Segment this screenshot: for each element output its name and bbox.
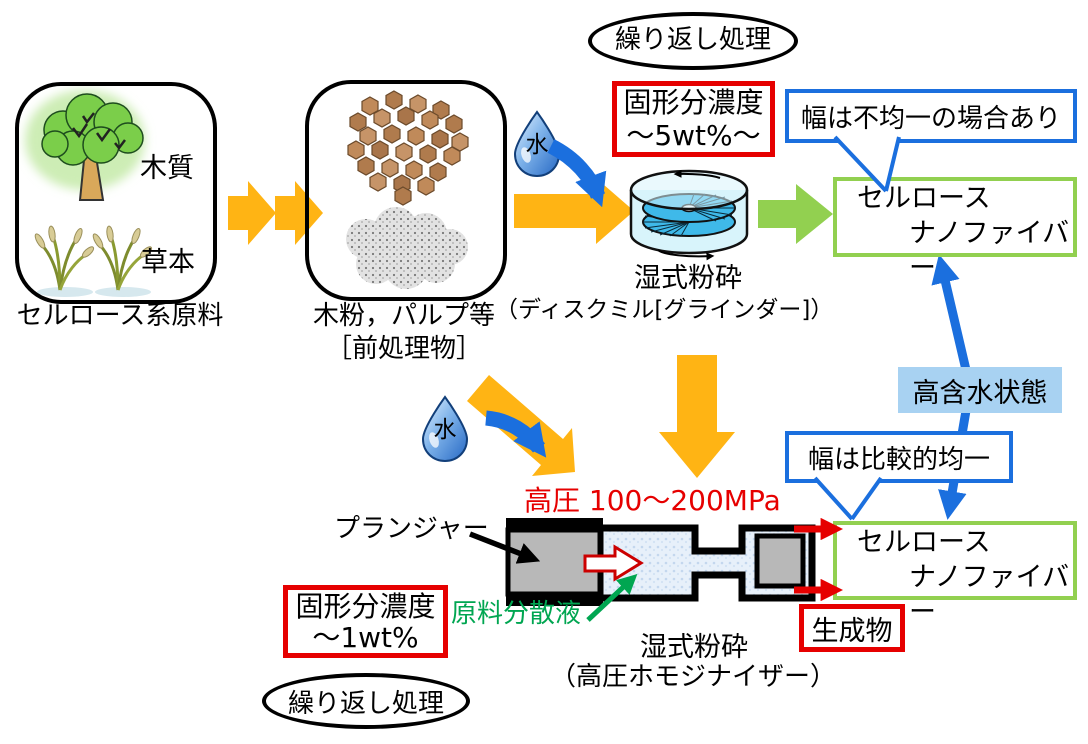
pretreated-caption-line1: 木粉，パルプ等: [312, 301, 495, 331]
solids-box-bottom-line2: ～1wt%: [312, 620, 419, 654]
pressure-label: 高圧 100～200MPa: [524, 484, 781, 517]
grass-label: 草本: [141, 247, 195, 278]
tree-icon: [25, 90, 145, 201]
mill-caption-line2: （ディスクミル[グラインダー]）: [495, 297, 834, 323]
water-drop-icon: [421, 395, 469, 463]
solids-box-top: 固形分濃度 ～5wt%～: [612, 81, 775, 157]
flow-arrow-down: [659, 355, 735, 478]
outlet-arrows: [794, 517, 843, 602]
mill-caption-line1: 湿式粉砕: [634, 263, 742, 294]
water-label-bottom: 水: [433, 417, 457, 443]
cnf-top-line2: ナノファイバー: [909, 218, 1070, 284]
cnf-bottom-line2: ナノファイバー: [909, 562, 1070, 628]
homogenizer-caption-line1: 湿式粉砕: [640, 632, 748, 663]
water-arrow-top: [547, 139, 607, 208]
repeat-label-bottom: 繰り返し処理: [287, 688, 444, 719]
chevron-arrows: [228, 181, 323, 245]
solids-box-top-line1: 固形分濃度: [623, 86, 764, 119]
pulp-icon: [346, 207, 468, 289]
solids-box-bottom-line1: 固形分濃度: [295, 589, 436, 623]
width-callout-bottom: 幅は比較的均一: [785, 431, 1013, 483]
cnf-top-line1: セルロース: [857, 183, 991, 214]
product-box: 生成物: [799, 604, 905, 652]
repeat-ellipse-top: 繰り返し処理: [588, 12, 798, 70]
callout-tail-top: [833, 135, 901, 193]
repeat-label-top: 繰り返し処理: [614, 25, 771, 56]
solids-box-bottom: 固形分濃度 ～1wt%: [283, 585, 448, 658]
plunger-label: プランジャー: [334, 514, 489, 544]
callout-tail-bottom: [813, 476, 883, 521]
product-label: 生成物: [811, 615, 893, 647]
repeat-ellipse-bottom: 繰り返し処理: [262, 673, 470, 729]
plunger-pointer-arrow: [468, 531, 541, 564]
disc-mill-icon: [629, 169, 749, 261]
water-arrow-bottom: [485, 410, 547, 458]
water-label-top: 水: [525, 132, 549, 158]
cnf-box-top: セルロース ナノファイバー: [833, 177, 1077, 284]
source-panel-caption: セルロース系原料: [16, 301, 224, 331]
panel-cellulose-source: [15, 82, 217, 304]
width-callout-bottom-text: 幅は比較的均一: [807, 444, 990, 475]
valve-block: [754, 533, 806, 589]
flow-arrow-to-cnf-top: [758, 184, 833, 244]
dispersion-label: 原料分散液: [451, 599, 582, 629]
homogenizer-icon: [505, 518, 816, 606]
solids-box-top-line2: ～5wt%～: [626, 119, 761, 152]
pressure-arrow: [583, 544, 644, 582]
width-callout-top: 幅は不均一の場合あり: [785, 89, 1077, 143]
dispersion-pointer-arrow: [586, 573, 638, 622]
high-water-box: 高含水状態: [898, 367, 1062, 413]
homogenizer-caption-line2: （高圧ホモジナイザー）: [549, 662, 836, 692]
cnf-bottom-line1: セルロース: [857, 527, 991, 558]
high-water-label: 高含水状態: [912, 377, 1048, 409]
cnf-box-bottom: セルロース ナノファイバー: [833, 521, 1077, 628]
wood-label: 木質: [140, 153, 194, 184]
panel-pretreated: [305, 80, 507, 301]
pretreated-caption-line2: ［前処理物］: [325, 334, 482, 364]
width-callout-top-text: 幅は不均一の場合あり: [800, 103, 1061, 134]
